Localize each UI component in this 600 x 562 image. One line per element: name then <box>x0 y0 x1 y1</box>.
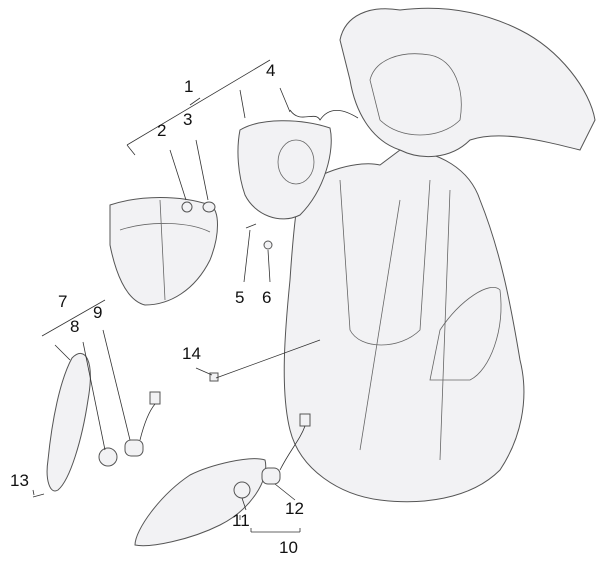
leader-lines <box>32 59 321 533</box>
callout-5: 5 <box>235 288 245 307</box>
socket-9 <box>124 439 144 457</box>
screw-13 <box>32 493 45 498</box>
front-shield <box>283 149 525 503</box>
callout-11: 11 <box>232 511 250 530</box>
inner-panel <box>339 179 431 346</box>
callout-3: 3 <box>183 110 193 129</box>
callout-4: 4 <box>266 61 276 80</box>
wire-4 <box>289 109 359 121</box>
indicator-opening <box>429 287 502 381</box>
bulb-11 <box>233 481 251 499</box>
callout-1: 1 <box>184 77 194 96</box>
washer-6 <box>263 240 273 250</box>
socket-12 <box>261 467 281 485</box>
callout-8: 8 <box>70 317 80 336</box>
connector-9 <box>149 391 161 405</box>
headlight-opening <box>369 53 462 136</box>
callout-14: 14 <box>182 344 201 363</box>
connector-12 <box>299 413 311 427</box>
shield-contours <box>359 189 451 461</box>
housing-ring <box>277 139 315 185</box>
bulb-3 <box>202 201 216 213</box>
callout-13: 13 <box>10 471 29 490</box>
callout-6: 6 <box>262 288 272 307</box>
clip-14 <box>209 372 219 382</box>
callout-9: 9 <box>93 303 103 322</box>
callout-10: 10 <box>279 538 298 557</box>
bulb-2 <box>181 201 193 213</box>
indicator-lens-right <box>134 458 267 547</box>
callout-2: 2 <box>157 121 167 140</box>
headlight-lens <box>109 197 218 306</box>
callout-12: 12 <box>285 499 304 518</box>
screw-5 <box>245 223 257 229</box>
callout-7: 7 <box>58 292 68 311</box>
indicator-lens-left <box>46 352 91 492</box>
bulb-8 <box>98 447 118 467</box>
handlebar-cover <box>339 7 596 158</box>
